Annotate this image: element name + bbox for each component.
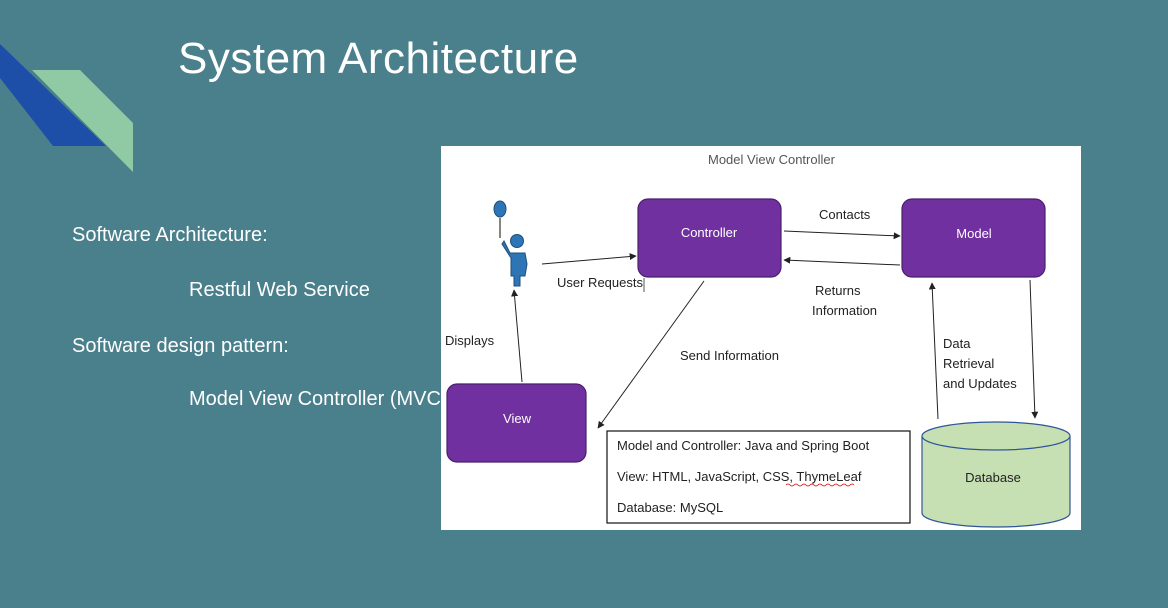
label-user-requests: User Requests (557, 275, 643, 290)
label-displays: Displays (445, 333, 495, 348)
view-label: View (503, 411, 532, 426)
database-label: Database (965, 470, 1021, 485)
database-cylinder (921, 421, 1071, 528)
label-and-updates: and Updates (943, 376, 1017, 391)
label-returns: Returns (815, 283, 861, 298)
bullet-software-design-pattern: Software design pattern: (72, 335, 289, 357)
mvc-diagram-canvas: Model View Controller Controller Model V… (445, 152, 1071, 528)
model-label: Model (956, 226, 992, 241)
legend-model-controller: Model and Controller: Java and Spring Bo… (617, 438, 870, 453)
legend-view: View: HTML, JavaScript, CSS, ThymeLeaf (617, 469, 862, 484)
arrow-controller-to-model (783, 230, 901, 240)
corner-blue-stripe (0, 44, 106, 146)
technology-legend-box (606, 430, 911, 524)
diagram-title: Model View Controller (708, 152, 836, 167)
arrow-user-to-controller (541, 253, 637, 265)
arrow-model-to-database (1029, 279, 1039, 419)
person-holding-balloon-icon (493, 200, 528, 287)
arrow-view-to-user (511, 289, 523, 383)
label-data: Data (943, 336, 971, 351)
controller-box (637, 198, 782, 278)
slide-title: System Architecture (178, 34, 579, 83)
label-send-information: Send Information (680, 348, 779, 363)
label-information: Information (812, 303, 877, 318)
bullet-mvc: Model View Controller (MVC) (189, 388, 448, 410)
arrow-model-to-controller (783, 256, 901, 266)
label-contacts: Contacts (819, 207, 871, 222)
corner-green-stripe (32, 70, 133, 172)
mvc-diagram: Model View Controller Controller Model V… (441, 146, 1081, 530)
model-box (901, 198, 1046, 278)
controller-label: Controller (681, 225, 738, 240)
bullet-restful-web-service: Restful Web Service (189, 279, 370, 301)
arrow-controller-to-view (597, 280, 705, 429)
view-box (446, 383, 587, 463)
label-retrieval: Retrieval (943, 356, 994, 371)
spellcheck-underline (785, 483, 855, 487)
legend-database: Database: MySQL (617, 500, 723, 515)
bullet-software-architecture: Software Architecture: (72, 224, 268, 246)
arrow-database-to-model (928, 282, 939, 420)
corner-decoration (0, 44, 133, 172)
